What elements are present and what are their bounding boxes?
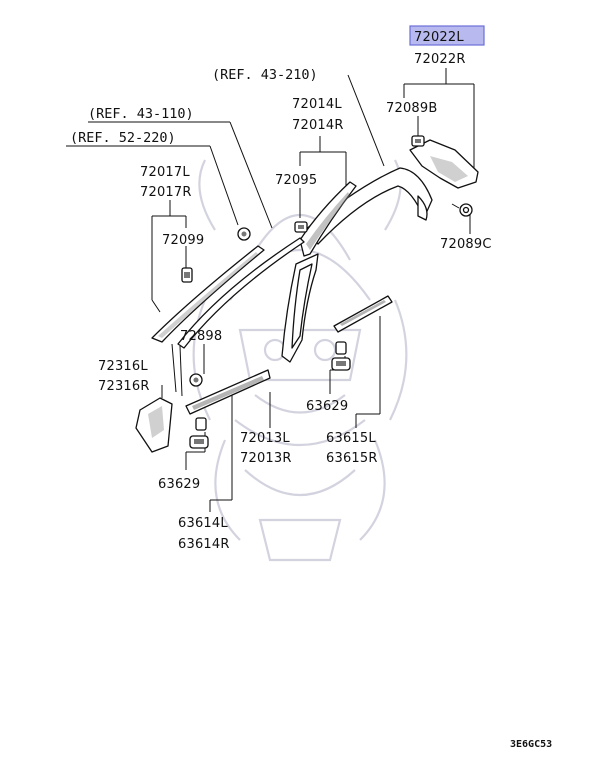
label-72898[interactable]: 72898: [180, 329, 222, 344]
scuff-plate-rear-63615[interactable]: [333, 295, 393, 333]
label-72095[interactable]: 72095: [275, 173, 317, 188]
label-63614R[interactable]: 63614R: [178, 537, 230, 552]
label-63615L[interactable]: 63615L: [326, 431, 376, 446]
ref-43-110[interactable]: (REF. 43-110): [88, 106, 194, 122]
highlight-box: [409, 25, 485, 46]
leader-lines: [66, 68, 475, 512]
label-72089B[interactable]: 72089B: [386, 101, 437, 116]
label-72014L[interactable]: 72014L: [292, 97, 342, 112]
diagram-code: 3E6GC53: [510, 739, 552, 750]
quarter-upper-trim-72022[interactable]: [409, 139, 479, 189]
label-63614L[interactable]: 63614L: [178, 516, 228, 531]
label-63629-right[interactable]: 63629: [306, 399, 348, 414]
cowl-side-trim-72316[interactable]: [135, 397, 173, 453]
label-72089C[interactable]: 72089C: [440, 237, 492, 252]
roof-rail-trim: [304, 167, 433, 245]
label-72017L[interactable]: 72017L: [140, 165, 190, 180]
center-pillar-upper-72014[interactable]: [299, 181, 357, 257]
label-72013R[interactable]: 72013R: [240, 451, 292, 466]
ref-43-210[interactable]: (REF. 43-210): [212, 67, 318, 83]
screw-72089C[interactable]: [451, 203, 473, 217]
label-63629-left[interactable]: 63629: [158, 477, 200, 492]
clip-72898[interactable]: [189, 373, 203, 387]
label-72017R[interactable]: 72017R: [140, 185, 192, 200]
clip-72089B[interactable]: [411, 135, 425, 147]
label-72099[interactable]: 72099: [162, 233, 204, 248]
label-72022R[interactable]: 72022R: [414, 52, 466, 67]
ref-52-220[interactable]: (REF. 52-220): [70, 130, 176, 146]
grommet-ref-52-220: [237, 227, 251, 241]
header-rail: [171, 237, 305, 397]
clip-63629-left[interactable]: [189, 417, 209, 449]
front-pillar-trim-72017[interactable]: [151, 245, 265, 343]
label-63615R[interactable]: 63615R: [326, 451, 378, 466]
label-72316R[interactable]: 72316R: [98, 379, 150, 394]
label-72014R[interactable]: 72014R: [292, 118, 344, 133]
center-pillar-lower-72013[interactable]: [281, 253, 319, 363]
label-72022L[interactable]: 72022L: [414, 30, 464, 45]
clip-72095[interactable]: [294, 221, 308, 233]
scuff-plate-front-63614[interactable]: [185, 369, 271, 415]
clip-63629-right[interactable]: [331, 341, 351, 371]
clip-72099[interactable]: [181, 267, 193, 283]
label-72013L[interactable]: 72013L: [240, 431, 290, 446]
label-72316L[interactable]: 72316L: [98, 359, 148, 374]
